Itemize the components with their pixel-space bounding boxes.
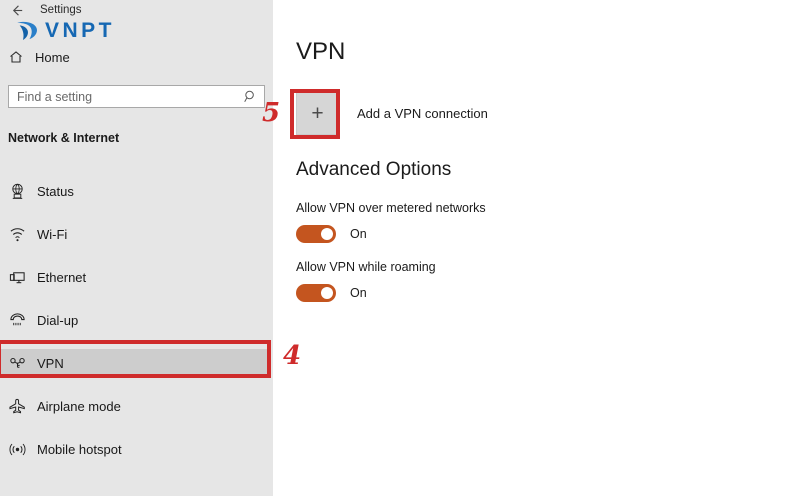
metered-networks-toggle-row: On [296, 225, 367, 243]
main-content: VPN + Add a VPN connection Advanced Opti… [273, 0, 796, 496]
metered-networks-state: On [350, 227, 367, 241]
roaming-toggle-row: On [296, 284, 367, 302]
back-arrow-icon[interactable] [8, 1, 26, 19]
brand-logo: VNPT [14, 17, 115, 45]
title-bar: Settings [0, 0, 273, 20]
ethernet-monitor-icon [6, 269, 28, 286]
toggle-knob [321, 228, 333, 240]
sidebar-item-dialup-label: Dial-up [37, 312, 79, 328]
wifi-icon [6, 226, 28, 243]
sidebar-item-airplane-mode-label: Airplane mode [37, 398, 121, 414]
sidebar-item-home[interactable]: Home [0, 45, 273, 69]
advanced-options-heading: Advanced Options [296, 159, 452, 180]
sidebar-nav-list: Status Wi-Fi [0, 177, 273, 478]
add-vpn-connection-row: + Add a VPN connection [296, 92, 488, 135]
sidebar-item-mobile-hotspot[interactable]: Mobile hotspot [0, 435, 273, 463]
search-icon[interactable] [240, 87, 260, 107]
sidebar-item-status-label: Status [37, 183, 74, 199]
home-icon [7, 48, 25, 66]
sidebar-item-dialup[interactable]: Dial-up [0, 306, 273, 334]
sidebar-item-status[interactable]: Status [0, 177, 273, 205]
vnpt-swoosh-icon [17, 21, 37, 40]
sidebar-item-mobile-hotspot-label: Mobile hotspot [37, 441, 122, 457]
sidebar-section-header: Network & Internet [8, 131, 120, 145]
window-title: Settings [40, 4, 82, 16]
sidebar: Settings VNPT Home Find a setting [0, 0, 273, 496]
airplane-icon [6, 398, 28, 415]
sidebar-item-airplane-mode[interactable]: Airplane mode [0, 392, 273, 420]
add-vpn-connection-label: Add a VPN connection [357, 106, 488, 121]
sidebar-item-vpn-label: VPN [37, 355, 64, 371]
sidebar-item-home-label: Home [35, 49, 70, 65]
metered-networks-toggle[interactable] [296, 225, 336, 243]
roaming-toggle[interactable] [296, 284, 336, 302]
sidebar-item-wifi-label: Wi-Fi [37, 226, 68, 242]
page-title: VPN [296, 38, 346, 65]
sidebar-item-ethernet-label: Ethernet [37, 269, 87, 285]
add-vpn-connection-button[interactable]: + [296, 92, 339, 135]
metered-networks-label: Allow VPN over metered networks [296, 201, 486, 215]
brand-name: VNPT [45, 19, 116, 42]
roaming-label: Allow VPN while roaming [296, 260, 436, 274]
search-placeholder: Find a setting [17, 89, 93, 104]
search-input[interactable]: Find a setting [8, 85, 265, 108]
network-status-icon [6, 183, 28, 200]
roaming-state: On [350, 286, 367, 300]
dialup-phone-icon [6, 312, 28, 329]
vpn-key-icon [6, 355, 28, 372]
sidebar-item-ethernet[interactable]: Ethernet [0, 263, 273, 291]
plus-icon: + [311, 102, 324, 125]
hotspot-broadcast-icon [6, 441, 28, 458]
sidebar-item-vpn[interactable]: VPN [0, 349, 270, 377]
toggle-knob [321, 287, 333, 299]
sidebar-item-wifi[interactable]: Wi-Fi [0, 220, 273, 248]
